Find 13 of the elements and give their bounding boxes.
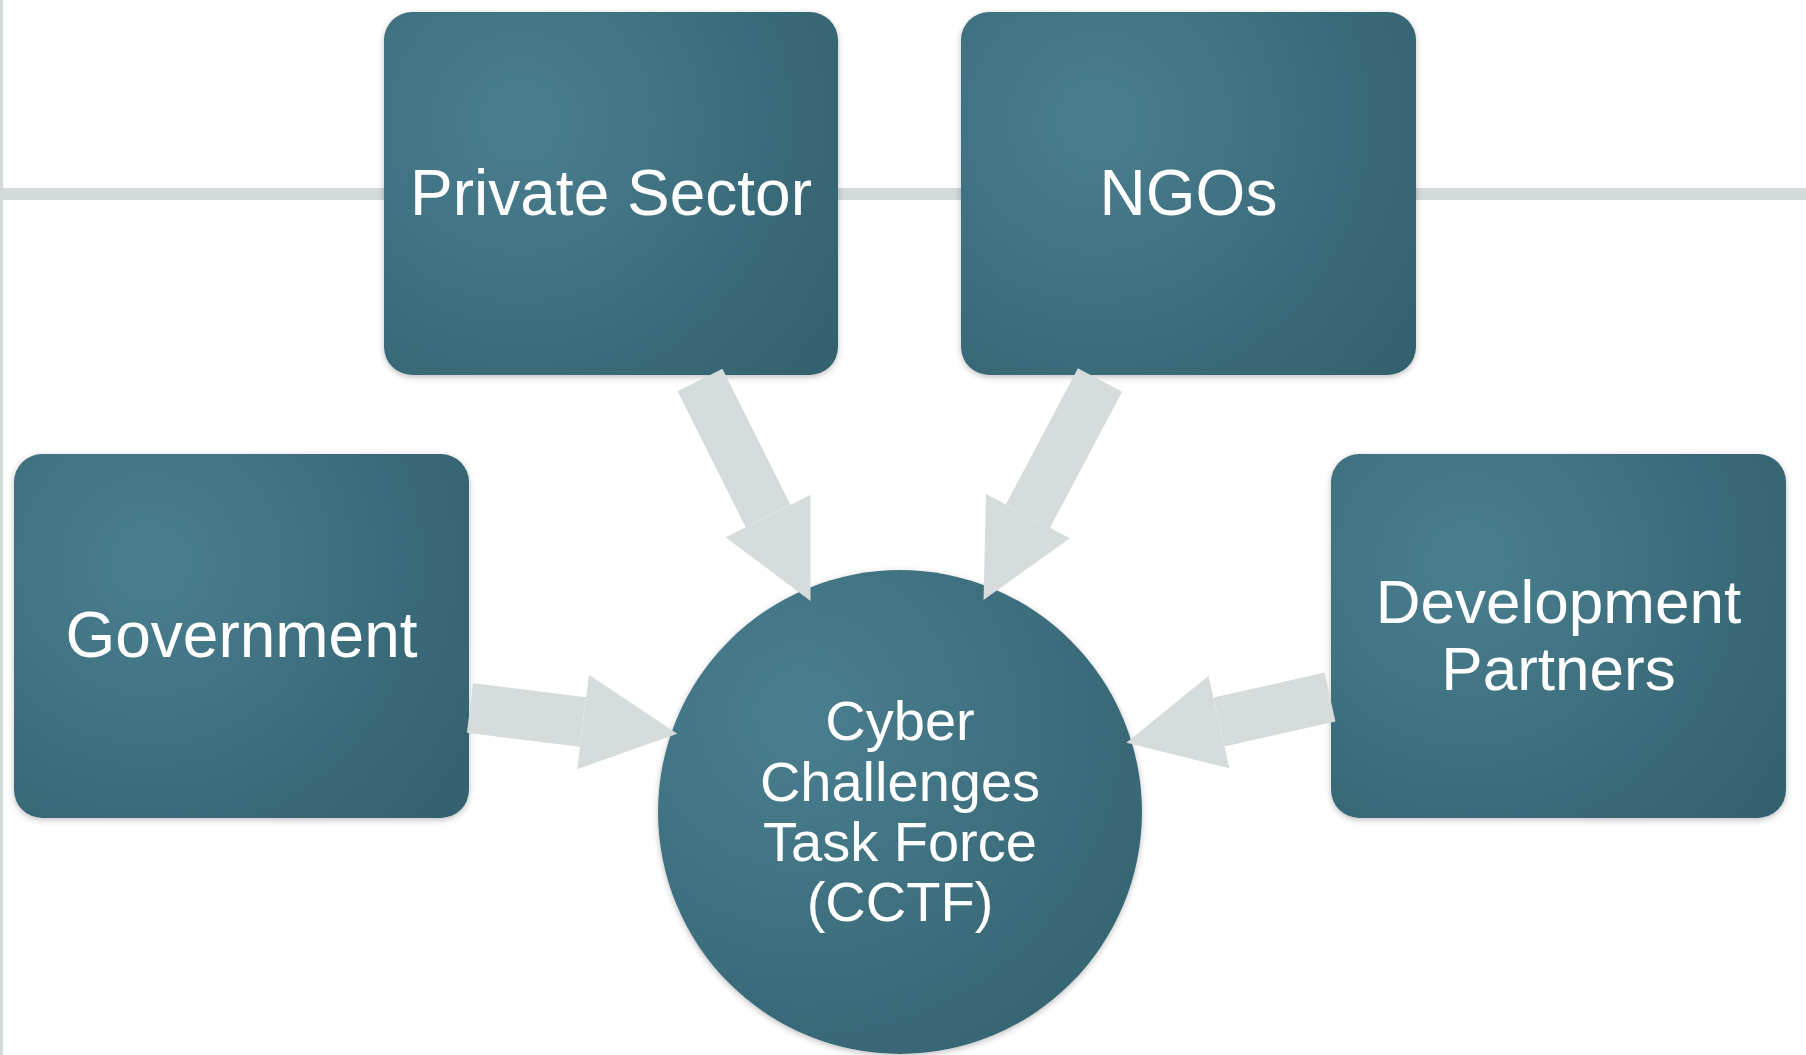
node-label: Cyber Challenges Task Force (CCTF) — [758, 691, 1042, 933]
rounded-box — [1331, 454, 1786, 818]
block-arrow — [466, 674, 678, 770]
block-arrow — [677, 368, 811, 601]
node-label: Private Sector — [410, 158, 812, 229]
rounded-box — [961, 12, 1416, 375]
node-label: Government — [65, 601, 418, 671]
block-arrow — [983, 368, 1123, 600]
block-arrow — [1126, 672, 1336, 769]
node-label: Development Partners — [1374, 569, 1743, 703]
rounded-box — [384, 12, 838, 375]
node-label: NGOs — [1099, 158, 1278, 229]
rounded-box — [14, 454, 469, 818]
